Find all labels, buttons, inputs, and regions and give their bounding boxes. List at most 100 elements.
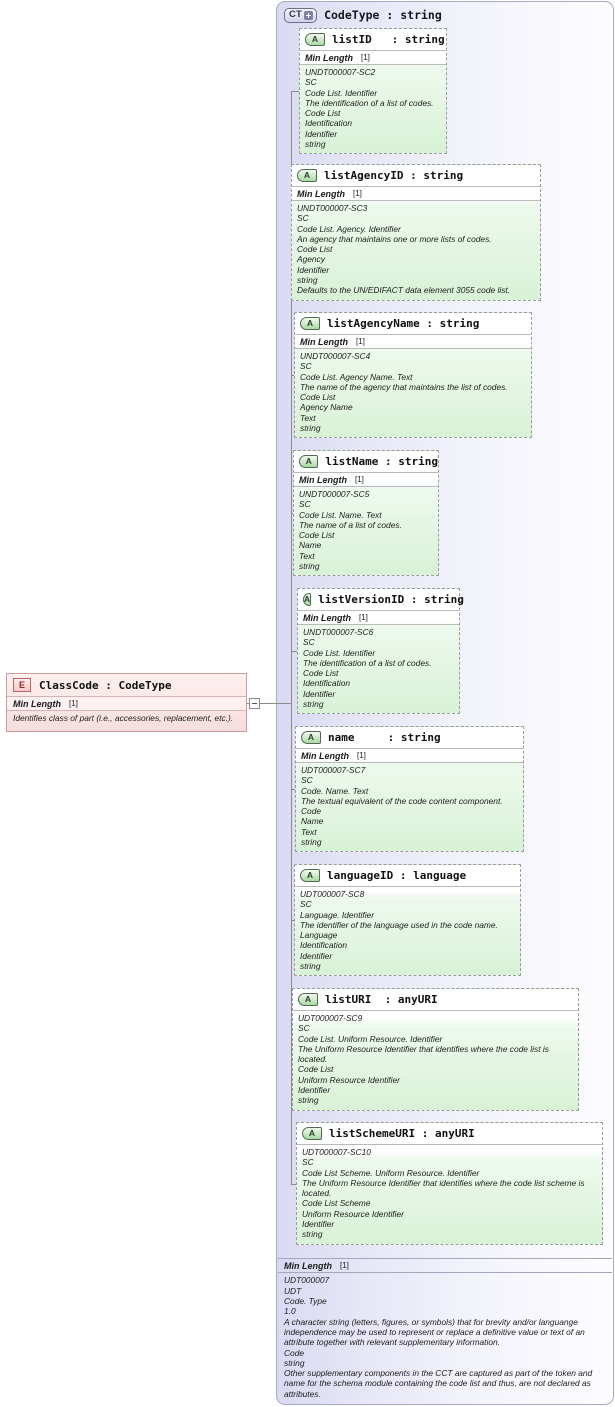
attribute-rule-occurrence: [1] [359, 613, 368, 622]
attribute-doc-line: Code List. Identifier [303, 647, 376, 658]
attribute-doc-line: The Uniform Resource Identifier that ide… [302, 1177, 585, 1199]
attribute-doc-line: Identification [303, 678, 351, 689]
attribute-badge: A [298, 993, 318, 1006]
attribute-rule-label: Min Length [300, 336, 348, 347]
attribute-doc-line: Identifier [303, 688, 336, 699]
attribute-name: languageID : language [327, 869, 467, 882]
connector-stub [291, 375, 294, 376]
complextype-badge[interactable]: CT [284, 7, 318, 23]
attribute-doc-line: The identifier of the language used in t… [300, 919, 498, 930]
attribute-doc-line: Identification [305, 118, 353, 129]
attribute-doc-line: SC [300, 899, 312, 910]
attribute-name: listVersionID : string [318, 593, 464, 606]
attribute-doc-line: Identifier [298, 1085, 331, 1096]
attribute-doc-line: SC [301, 775, 313, 786]
collapse-toggle[interactable] [249, 698, 260, 709]
attribute-doc-line: Code List. Name. Text [299, 509, 382, 520]
attribute-badge: A [300, 869, 320, 882]
attribute-doc-line: SC [298, 1023, 310, 1034]
attribute-doc-line: SC [302, 1157, 314, 1168]
complextype-header[interactable]: CT CodeType : string [277, 2, 613, 28]
attribute-doc-line: string [300, 423, 321, 434]
footer-doc-line: Code [284, 1347, 305, 1358]
attribute-badge: A [300, 317, 320, 330]
expand-plus-icon[interactable] [304, 10, 314, 20]
attribute-doc-line: Code List. Agency. Identifier [297, 223, 401, 234]
attribute-badge: A [301, 731, 321, 744]
footer-rule-row: Min Length [1] [278, 1258, 612, 1274]
attribute-doc-line: Code. Name. Text [301, 785, 369, 796]
attribute-doc-line: Identifier [300, 950, 333, 961]
attribute-doc-line: Code List Scheme [302, 1198, 371, 1209]
footer-doc-line: Other supplementary components in the CC… [284, 1368, 593, 1399]
attribute-rule-label: Min Length [305, 52, 353, 63]
attribute-rule-occurrence: [1] [355, 475, 364, 484]
attribute-badge: A [302, 1127, 322, 1140]
attribute-rule-occurrence: [1] [361, 53, 370, 62]
attribute-doc-line: Identifier [305, 128, 338, 139]
attribute-badge: A [305, 33, 325, 46]
attribute-doc-line: An agency that maintains one or more lis… [297, 233, 492, 244]
attribute-doc-line: Code List. Agency Name. Text [300, 371, 413, 382]
footer-doc-line: Code. Type [284, 1296, 327, 1307]
attribute-doc-line: Code List [303, 668, 339, 679]
attribute-doc-line: Identifier [297, 264, 330, 275]
attribute-rule-label: Min Length [301, 750, 349, 761]
attribute-name: listAgencyID : string [324, 169, 464, 182]
attribute-doc-line: Text [301, 826, 317, 837]
footer-doc-line: UDT000007 [284, 1275, 330, 1286]
attribute-doc-line: Text [300, 412, 316, 423]
element-title: ClassCode : CodeType [39, 678, 172, 692]
attribute-doc-line: Code List [299, 530, 335, 541]
complextype-badge-label: CT [289, 9, 303, 21]
attribute-name: listURI : anyURI [325, 993, 438, 1006]
attribute-doc-line: SC [305, 77, 317, 88]
attribute-rule-occurrence: [1] [357, 751, 366, 760]
attribute-doc-line: string [305, 139, 326, 150]
attribute-name: listAgencyName : string [327, 317, 480, 330]
connector-stub-left [247, 703, 250, 704]
attribute-doc-line: string [303, 699, 324, 710]
attribute-badge: A [297, 169, 317, 182]
attribute-doc-line: Code List. Uniform Resource. Identifier [298, 1033, 443, 1044]
attribute-doc-line: SC [299, 499, 311, 510]
connector-stub [291, 91, 299, 92]
attribute-name: listID : string [332, 33, 445, 46]
attribute-doc-line: UDT000007-SC9 [298, 1013, 363, 1023]
attribute-rule-label: Min Length [297, 188, 345, 199]
element-classcode[interactable]: E ClassCode : CodeType Min Length [1] Id… [6, 673, 247, 732]
attribute-name: name : string [328, 731, 441, 744]
attribute-doc-line: string [299, 561, 320, 572]
footer-doc-line: A character string (letters, figures, or… [284, 1316, 585, 1348]
attribute-doc-line: UNDT000007-SC6 [303, 627, 374, 637]
attribute-doc-line: Language [300, 930, 338, 941]
attribute-doc-line: UNDT000007-SC5 [299, 489, 370, 499]
attribute-doc-line: string [298, 1095, 319, 1106]
attribute-separator [293, 1010, 578, 1011]
attribute-doc-line: string [297, 275, 318, 286]
element-documentation: Identifies class of part (i.e., accessor… [13, 713, 234, 723]
attribute-name: listName : string [325, 455, 438, 468]
complextype-title: CodeType : string [324, 8, 442, 22]
attribute-doc-line: UDT000007-SC8 [300, 889, 365, 899]
